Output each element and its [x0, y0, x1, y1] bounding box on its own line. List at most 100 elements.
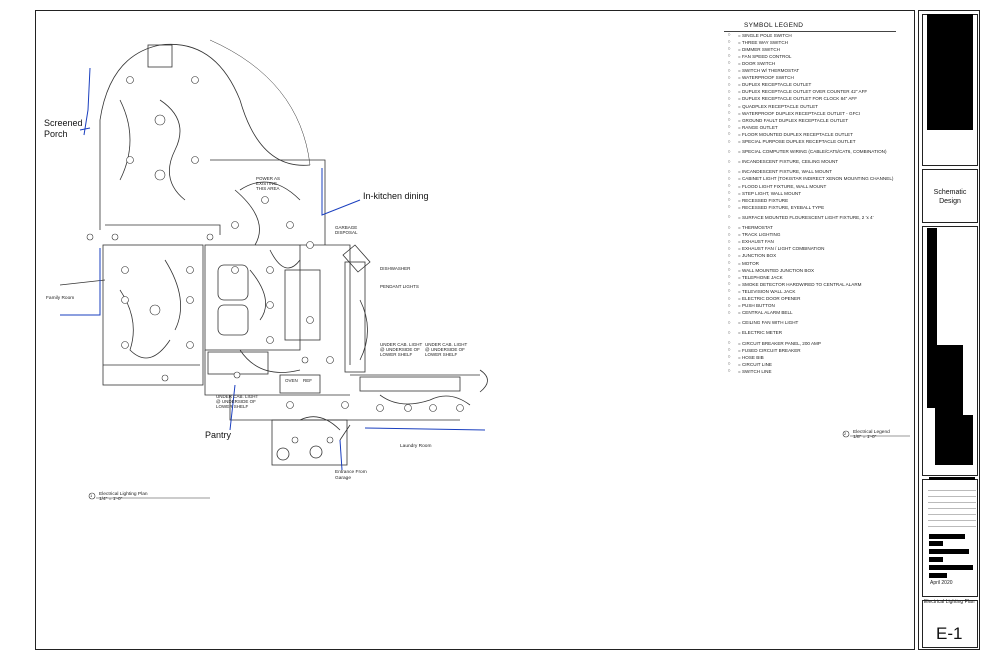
circle-r-icon: ○: [727, 197, 731, 204]
redacted-firm-info: [927, 14, 973, 130]
half-circle-icon: ○: [727, 168, 731, 175]
legend-item-label: = PUSH BUTTON: [738, 303, 775, 309]
legend-item-label: = DOOR SWITCH: [738, 60, 776, 66]
legend-item: ○ = ELECTRIC METER: [722, 329, 782, 337]
legend-item-label: = WATERPROOF SWITCH: [738, 75, 794, 81]
dot-icon: ○: [727, 175, 731, 182]
bell-icon: ○: [727, 309, 731, 316]
hose-icon: ○: [727, 354, 731, 361]
legend-item-label: = FLOOR MOUNTED DUPLEX RECEPTACLE OUTLET: [738, 131, 853, 137]
j-icon: ○: [727, 267, 731, 274]
legend-item: ○= DIMMER SWITCH: [722, 45, 780, 53]
issue-date: April 2020: [930, 580, 953, 586]
legend-item: ○= THERMOSTAT: [722, 224, 772, 232]
legend-item: ○= EXHAUST FAN / LIGHT COMBINATION: [722, 245, 824, 253]
legend-item: ○ = CIRCUIT LINE: [722, 360, 772, 368]
legend-item-label: = THREE WAY SWITCH: [738, 39, 788, 45]
legend-item: ○= MOTOR: [722, 259, 759, 267]
legend-item-label: = INCANDESCENT FIXTURE, CEILING MOUNT: [738, 159, 839, 165]
meter-icon: ○: [727, 329, 731, 336]
legend-item-label: = CENTRAL ALARM BELL: [738, 310, 793, 316]
legend-item-label: = FUSED CIRCUIT BREAKER: [738, 347, 801, 353]
line-icon: ○: [727, 361, 731, 368]
legend-item: ○= RANGE OUTLET: [722, 123, 778, 131]
j-icon: ○: [727, 252, 731, 259]
outlet-icon: ○: [727, 110, 731, 117]
sheet-number: E-1: [936, 624, 963, 643]
redacted-project-2: [929, 534, 965, 539]
sd-icon: ○: [727, 281, 731, 288]
d-icon: ○: [727, 295, 731, 302]
legend-item-label: = CABINET LIGHT (TOKISTAR INDIRECT XENON…: [738, 176, 894, 182]
legend-item-label: = ELECTRIC METER: [738, 330, 783, 336]
laundry-room-annotation: Laundry Room: [400, 444, 432, 449]
legend-item-label: = DIMMER SWITCH: [738, 46, 780, 52]
legend-item: ○ = SMOKE DETECTOR HARDWIRED TO CENTRAL A…: [722, 280, 862, 288]
legend-item-label: = FAN SPEED CONTROL: [738, 53, 792, 59]
outlet-icon: ○: [727, 117, 731, 124]
step-icon: ○: [727, 190, 731, 197]
legend-item-label: = WATERPROOF DUPLEX RECEPTACLE OUTLET - …: [738, 110, 860, 116]
pantry-annotation: Pantry: [205, 430, 232, 440]
redacted-project-6: [929, 565, 973, 570]
family-room-annotation: Family Room: [46, 296, 75, 301]
oven-label: OVEN: [285, 378, 298, 383]
legend-item-label: = JUNCTION BOX: [738, 253, 777, 259]
legend-item: ○= WALL MOUNTED JUNCTION BOX: [722, 266, 814, 274]
legend-item: ○ = DUPLEX RECEPTACLE OUTLET: [722, 81, 811, 89]
legend-item-label: = RANGE OUTLET: [738, 124, 778, 130]
redacted-block-a: [927, 228, 937, 408]
dot-circle-icon: ○: [727, 302, 731, 309]
legend-item-label: = SWITCH LINE: [738, 368, 772, 374]
legend-item-label: = EXHAUST FAN: [738, 239, 774, 245]
redacted-project-3: [929, 541, 943, 546]
legend-item: ○= SWITCH LINE: [722, 367, 772, 375]
drawing-border: [35, 10, 915, 650]
legend-item: ○= SINGLE POLE SWITCH: [722, 31, 791, 39]
rect-icon: ○: [727, 214, 731, 221]
outlet-icon: ○: [727, 81, 731, 88]
legend-item-label: = SWITCH W/ THERMOSTAT: [738, 68, 800, 73]
legend-item: ○ = JUNCTION BOX: [722, 252, 776, 260]
phase-label-2: Design: [939, 198, 961, 205]
switch-icon: ○: [727, 67, 731, 74]
legend-item-label: = DUPLEX RECEPTACLE OUTLET FOR CLOCK 84"…: [738, 96, 858, 102]
switch-icon: ○: [727, 53, 731, 60]
legend-item: ○ = STEP LIGHT, WALL MOUNT: [722, 189, 801, 197]
legend-title-number: 2: [844, 431, 847, 436]
legend-item: ○= CEILING FAN WITH LIGHT: [722, 319, 798, 327]
legend-item: ○= HOSE BIB: [722, 353, 763, 361]
drawing-name-cell: [922, 600, 978, 648]
legend-item: ○= RECESSED FIXTURE, EYEBALL TYPE: [722, 203, 824, 211]
legend-item-label: = CIRCUIT LINE: [738, 361, 772, 367]
track-icon: ○: [727, 231, 731, 238]
redacted-project-5: [929, 557, 943, 562]
legend-item: ○ = DUPLEX RECEPTACLE OUTLET FOR CLOCK 84…: [722, 95, 857, 103]
legend-item-label: = SMOKE DETECTOR HARDWIRED TO CENTRAL AL…: [738, 281, 862, 287]
legend-item: ○ = FAN SPEED CONTROL: [722, 52, 791, 60]
legend-item: ○= DOOR SWITCH: [722, 59, 775, 67]
outlet-icon: ○: [727, 95, 731, 102]
legend-item: ○= INCANDESCENT FIXTURE, WALL MOUNT: [722, 168, 831, 176]
panel-icon: ○: [727, 340, 731, 346]
legend-item: ○= TRACK LIGHTING: [722, 231, 780, 239]
legend-item: ○ = PUSH BUTTON: [722, 302, 775, 310]
screened-porch-annotation: Screened Porch: [44, 118, 83, 139]
circle-c-icon: ○: [727, 148, 731, 155]
legend-item: ○= ELECTRIC DOOR OPENER: [722, 295, 800, 303]
legend-item-label: = QUADPLEX RECEPTACLE OUTLET: [738, 103, 818, 109]
legend-item-label: = MOTOR: [738, 260, 759, 266]
legend-item-label: = STEP LIGHT, WALL MOUNT: [738, 190, 802, 196]
legend-item: ○ = CABINET LIGHT (TOKISTAR INDIRECT XENO…: [722, 175, 893, 183]
legend-item: ○= TELEPHONE JACK: [722, 273, 782, 281]
outlet-icon: ○: [727, 138, 731, 145]
fuse-icon: ○: [727, 347, 731, 354]
outlet-icon: ○: [727, 131, 731, 138]
legend-item: ○= SPECIAL COMPUTER WIRING (CABLE/CAT5/C…: [722, 148, 886, 156]
ceiling-fan-icon: ○: [727, 319, 731, 326]
legend-item-label: = DUPLEX RECEPTACLE OUTLET: [738, 82, 812, 88]
